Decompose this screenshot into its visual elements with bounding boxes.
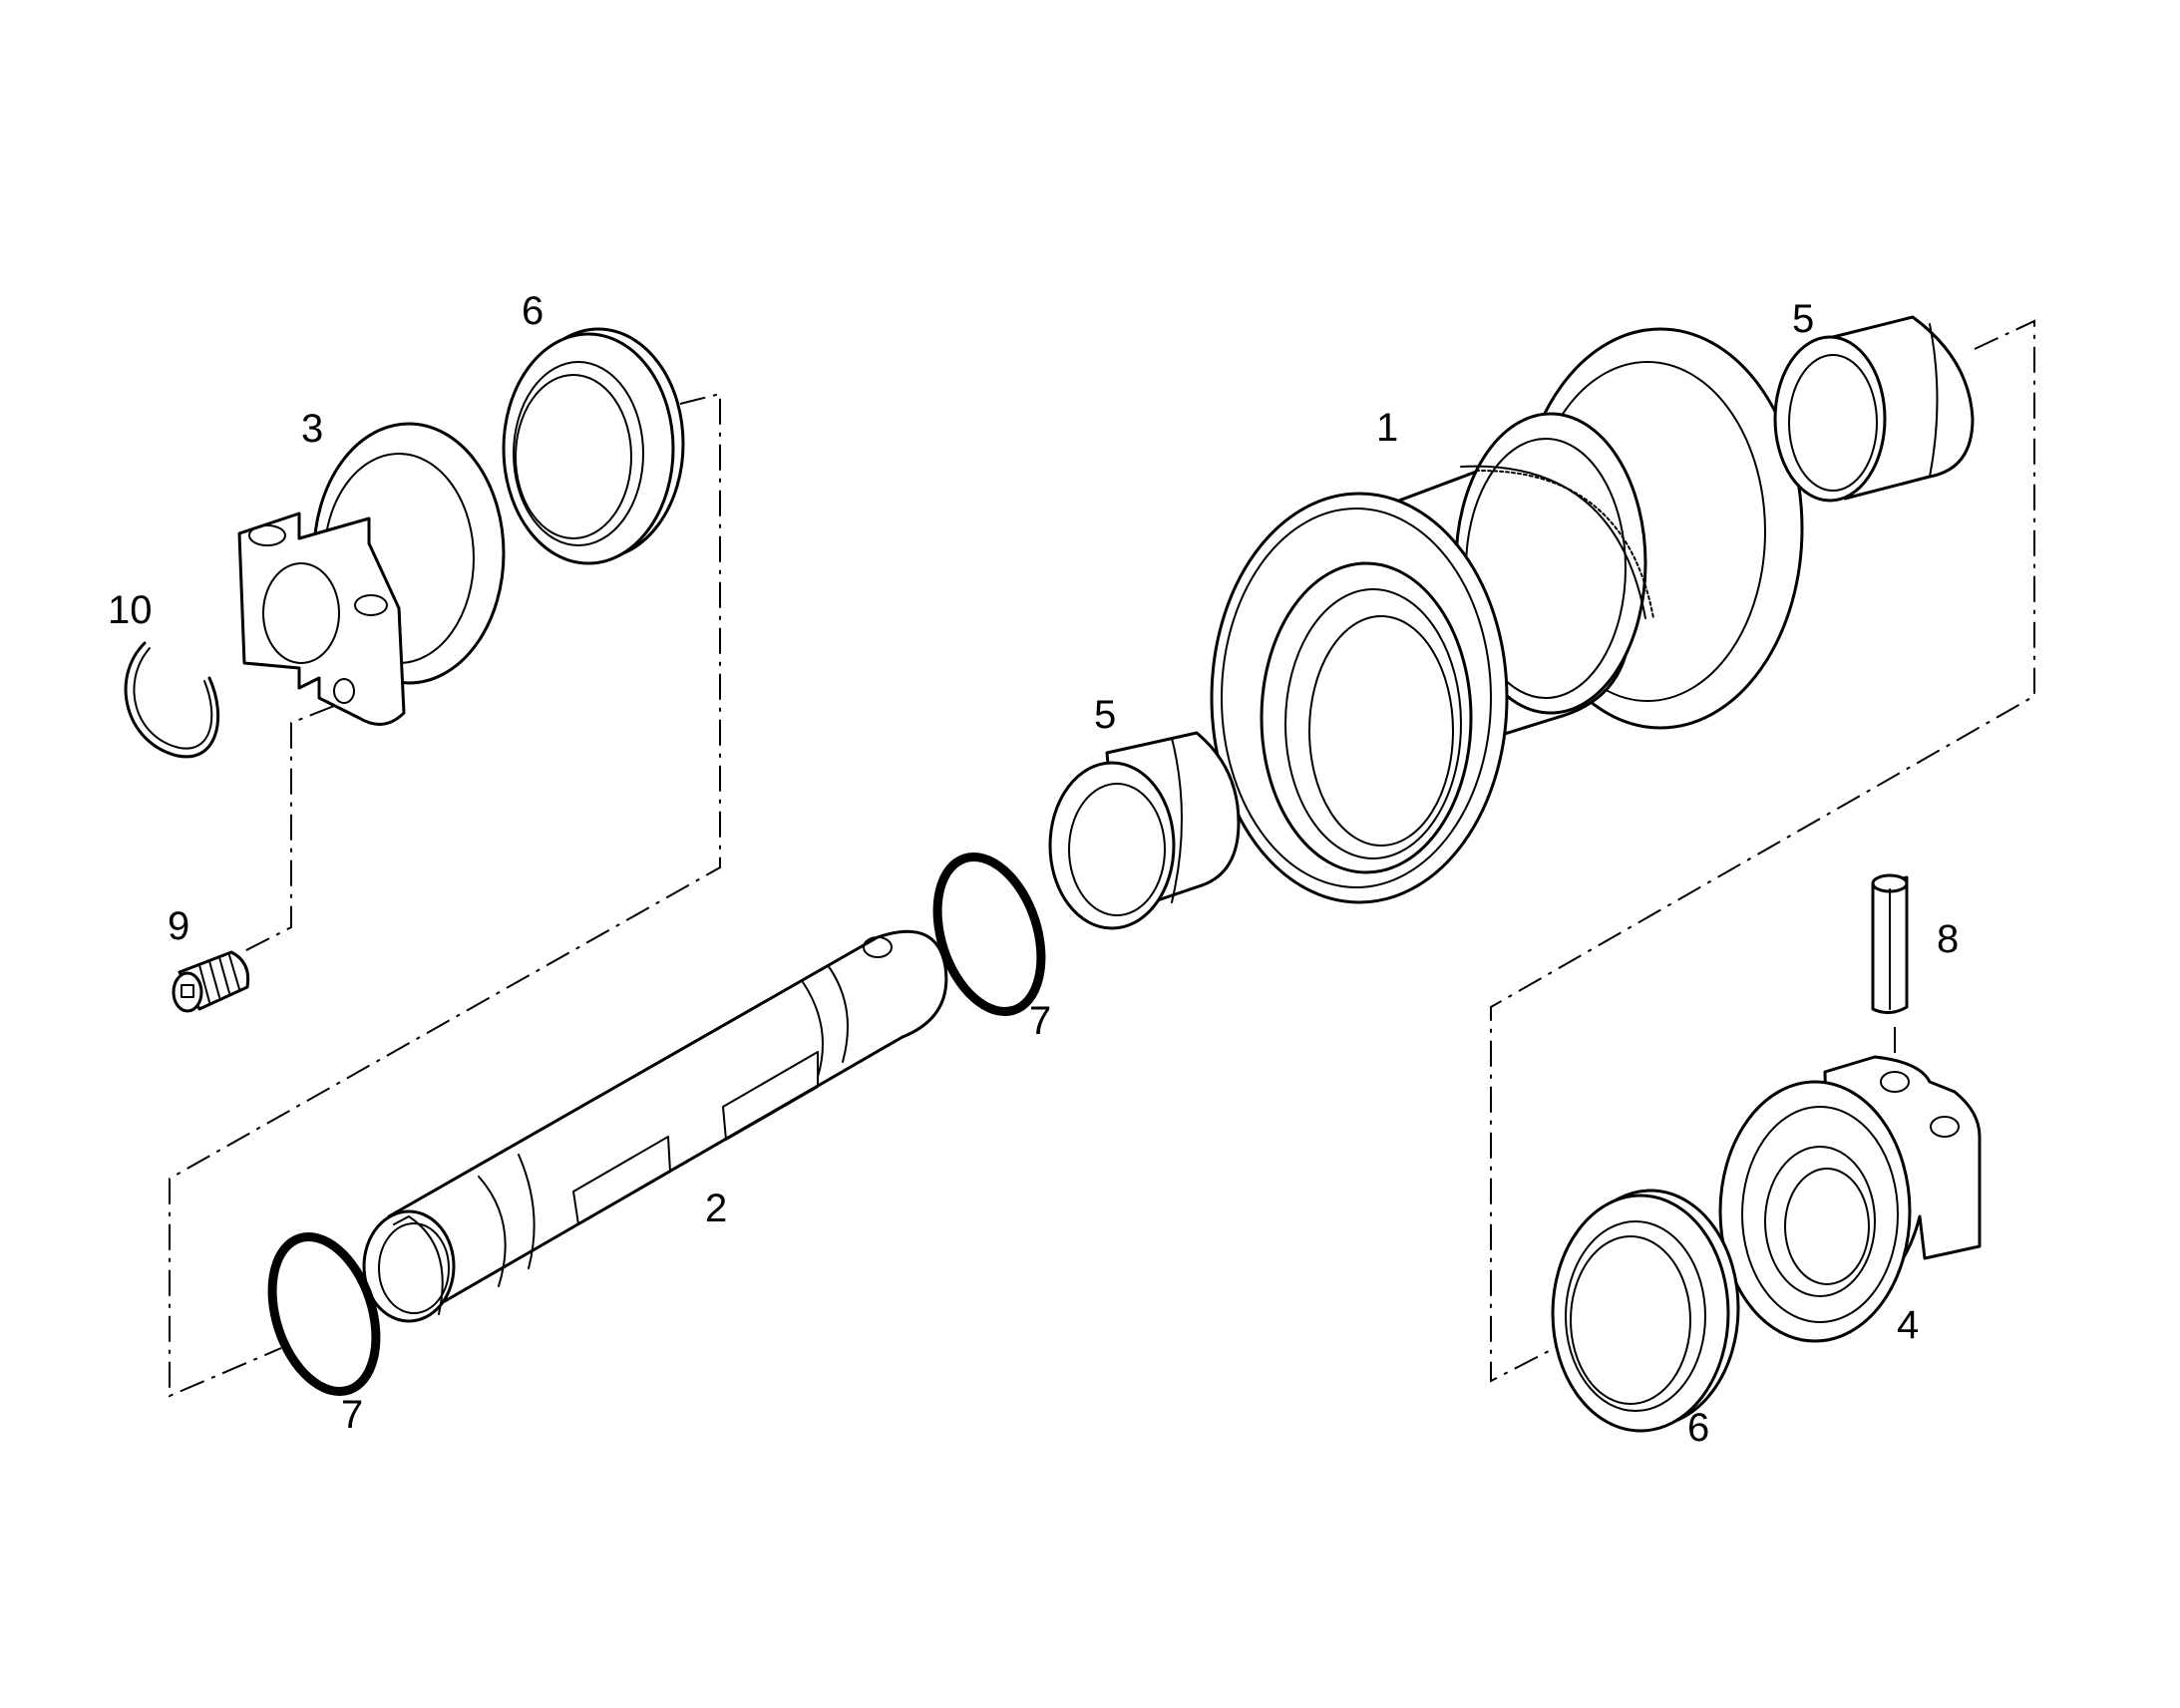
assembly-lines [169, 319, 2035, 1398]
collar-left [237, 422, 506, 726]
roll-pin [1871, 873, 1909, 1014]
o-rings [267, 852, 1046, 1397]
callout-4: 4 [1897, 1303, 1919, 1347]
set-screw [172, 950, 250, 1013]
snap-ring [124, 641, 220, 759]
callouts: 1 2 3 4 5 5 6 6 7 7 8 9 10 [108, 289, 1959, 1450]
callout-5-top: 5 [1792, 297, 1814, 341]
callout-6-bottom: 6 [1687, 1406, 1709, 1450]
callout-7-left: 7 [341, 1393, 363, 1437]
callout-7-center: 7 [1029, 999, 1051, 1043]
shaft [362, 929, 948, 1323]
bushing-top-right [1773, 315, 1975, 503]
callout-1: 1 [1376, 406, 1398, 450]
track-roller [1210, 327, 1804, 904]
o-ring-center [932, 852, 1046, 1017]
assembly-line-right [1490, 319, 2035, 1383]
callout-5-center: 5 [1094, 693, 1116, 737]
seal-ring-top-left [502, 327, 685, 565]
assembly-line-left [169, 392, 721, 1398]
callout-8: 8 [1937, 917, 1959, 961]
callout-2: 2 [705, 1187, 727, 1230]
callout-10: 10 [108, 588, 153, 632]
callout-6-top: 6 [522, 289, 544, 333]
callout-9: 9 [168, 904, 189, 948]
seal-ring-bottom-right [1551, 1189, 1740, 1433]
callout-3: 3 [301, 407, 323, 451]
collar-right [1718, 1055, 1982, 1343]
bushing-center [1048, 731, 1241, 930]
o-ring-left [267, 1231, 381, 1397]
assembly-line-screw [241, 705, 335, 953]
